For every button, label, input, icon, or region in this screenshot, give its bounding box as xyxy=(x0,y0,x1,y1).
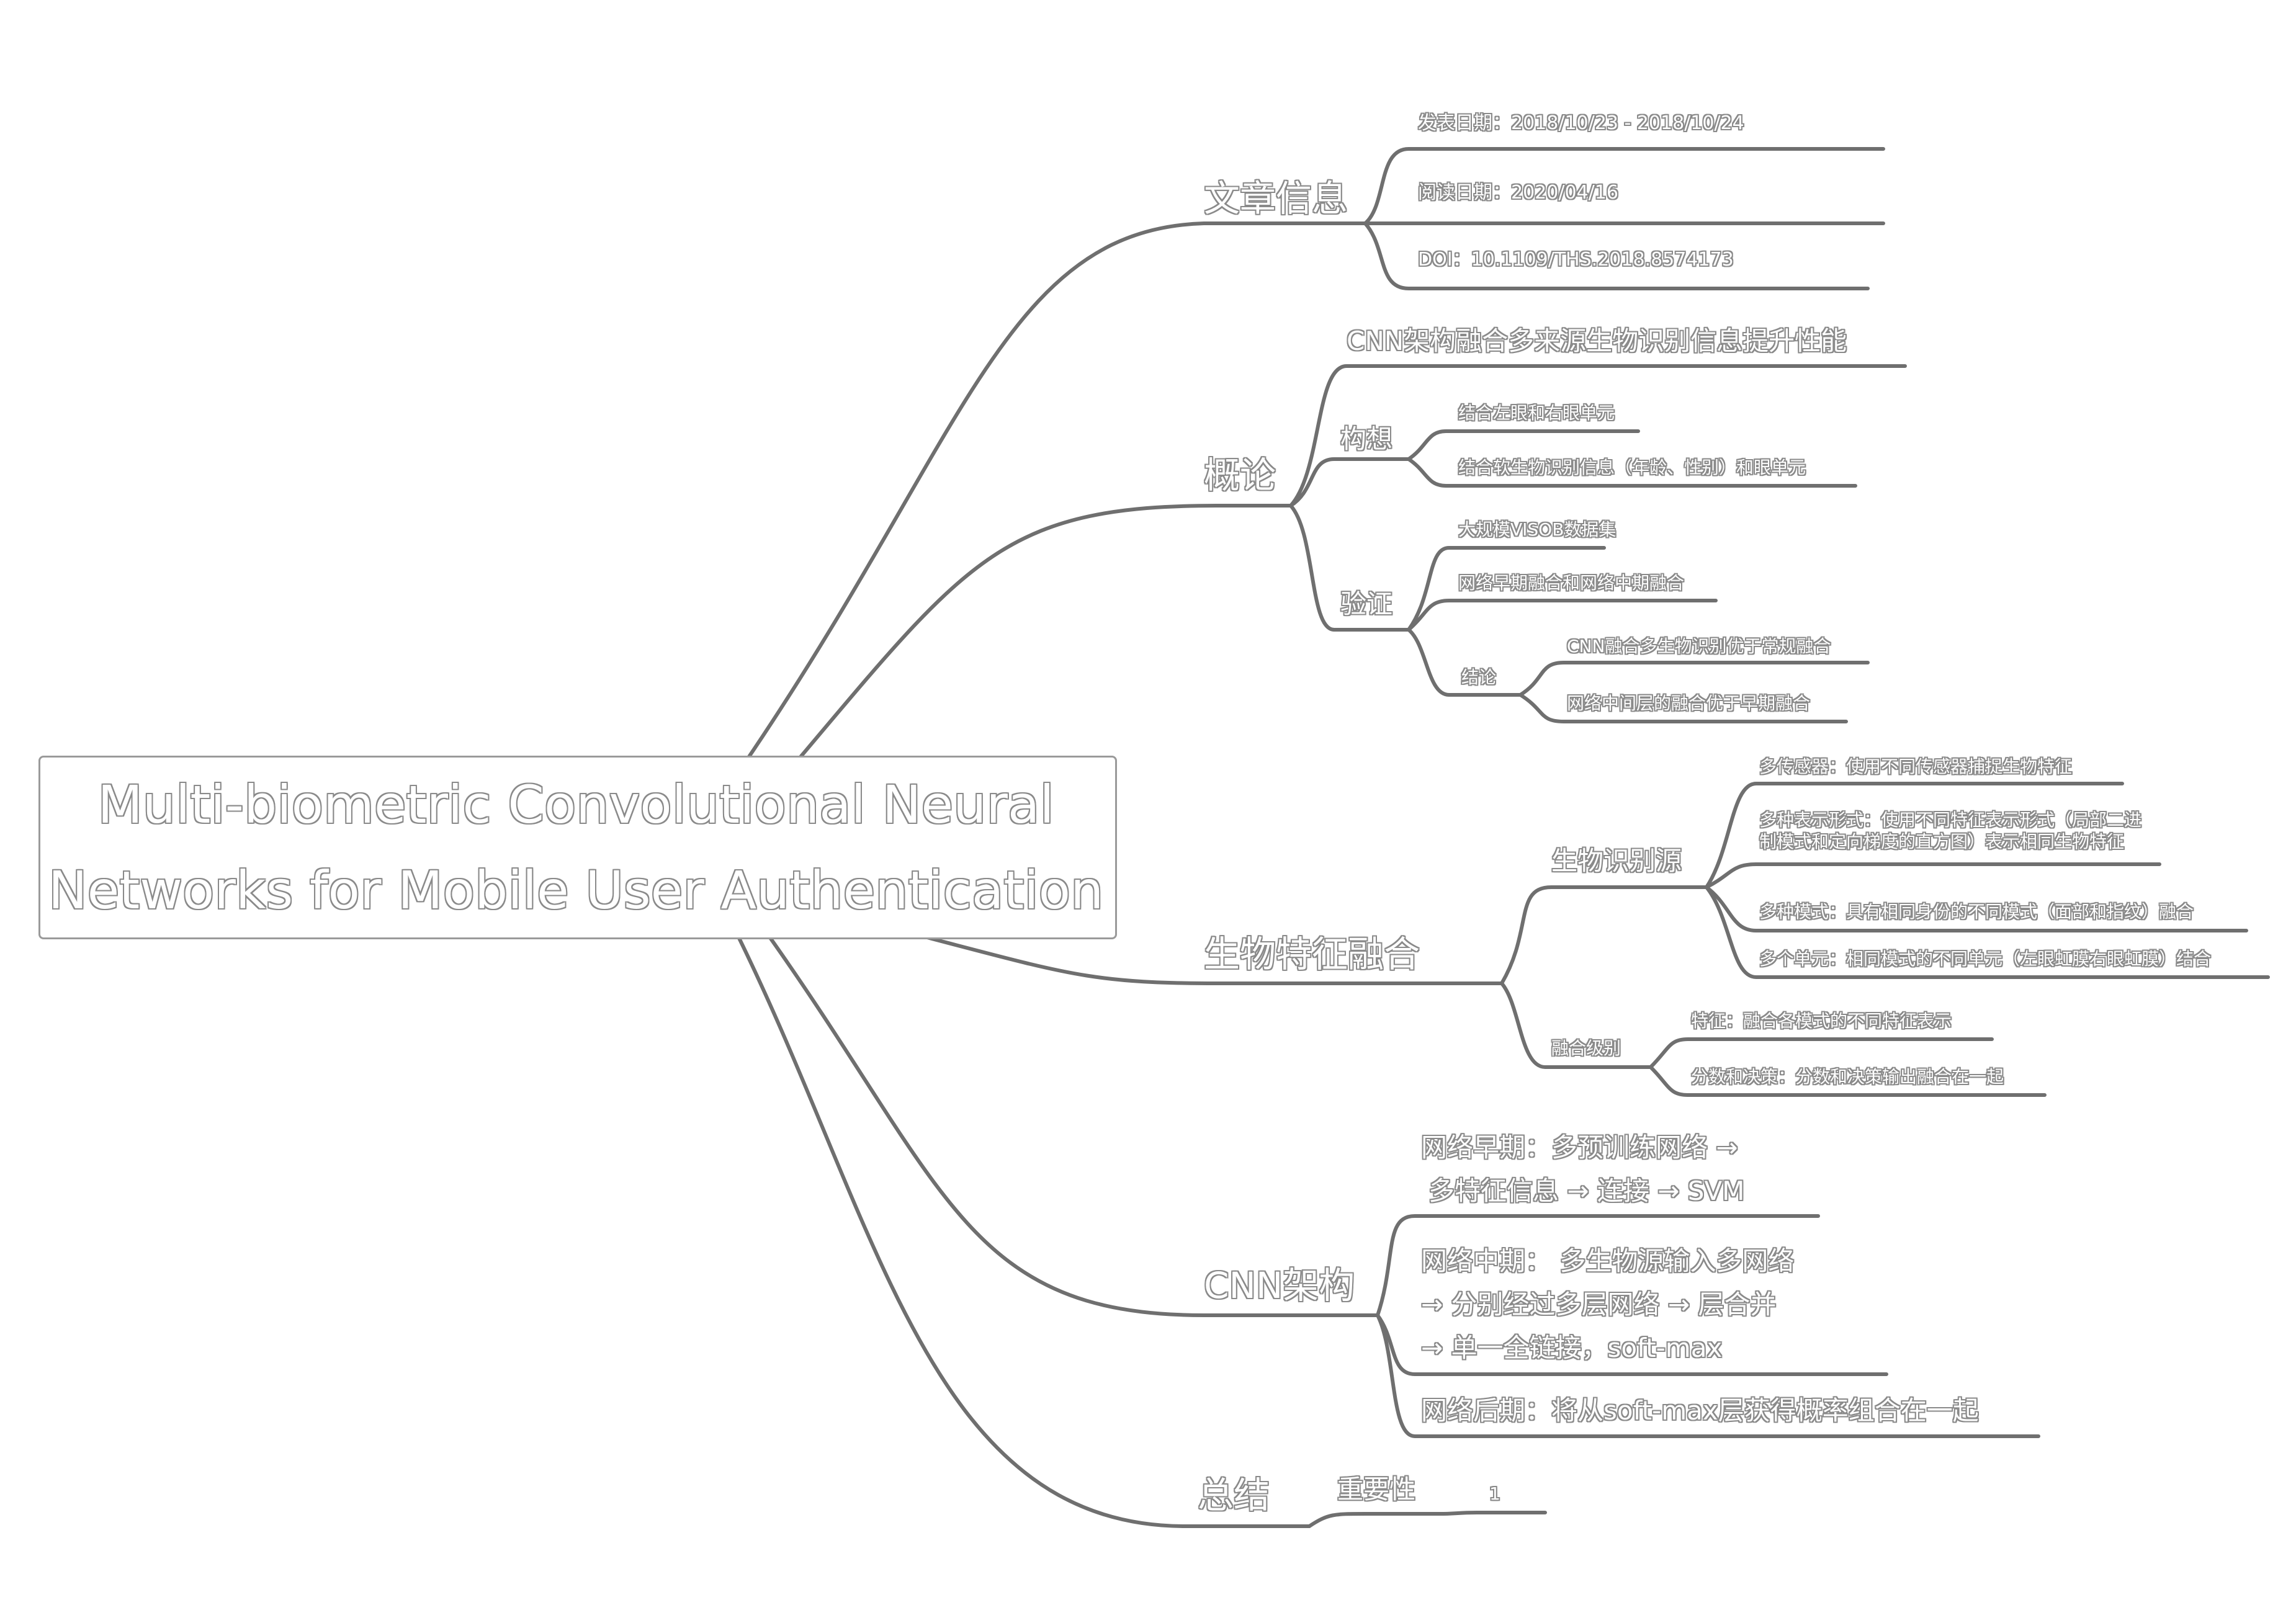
node-concept-item1[interactable]: 结合左眼和右眼单元 xyxy=(1458,403,1615,423)
edge-cnn-early xyxy=(1376,1214,1820,1317)
node-read-date[interactable]: 阅读日期：2020/04/16 xyxy=(1418,182,1618,203)
edge-validation-dataset xyxy=(1407,546,1606,632)
node-cnn-middle-line3: → 单一全链接，soft-max xyxy=(1421,1333,1723,1363)
edge-article-doi xyxy=(1363,221,1870,290)
node-cnn-late[interactable]: 网络后期：将从soft-max层获得概率组合在一起 xyxy=(1421,1395,1979,1426)
node-cnn-early-line1: 网络早期：多预训练网络 → xyxy=(1421,1132,1738,1163)
node-concept[interactable]: 构想 xyxy=(1340,424,1393,454)
edge-article-publish xyxy=(1363,147,1885,225)
node-validation-fusion[interactable]: 网络早期融合和网络中期融合 xyxy=(1458,573,1685,593)
edge-overview-validation xyxy=(1289,504,1410,632)
edge-root-article xyxy=(743,221,1367,765)
branch-cnn-architecture[interactable]: CNN架构 xyxy=(1204,1264,1355,1307)
node-sources-item2-line1: 多种表示形式：使用不同特征表示形式（局部二进 xyxy=(1759,810,2142,830)
edge-overview-summary xyxy=(1289,364,1907,507)
node-validation[interactable]: 验证 xyxy=(1340,589,1393,619)
node-fusion-level[interactable]: 融合级别 xyxy=(1551,1038,1621,1058)
node-biometric-sources[interactable]: 生物识别源 xyxy=(1551,846,1682,876)
node-fusion-level-item1[interactable]: 特征：融合各模式的不同特征表示 xyxy=(1691,1011,1952,1031)
node-cnn-early[interactable]: 网络早期：多预训练网络 → 多特征信息 → 连接 → SVM xyxy=(1421,1126,1855,1213)
node-sources-item1[interactable]: 多传感器：使用不同传感器捕捉生物特征 xyxy=(1759,756,2073,777)
edge-conclusion-item2 xyxy=(1518,693,1848,723)
edge-cnn-late xyxy=(1376,1313,2040,1438)
node-publish-date[interactable]: 发表日期：2018/10/23 - 2018/10/24 xyxy=(1418,112,1744,134)
branch-summary[interactable]: 总结 xyxy=(1198,1474,1270,1516)
node-doi[interactable]: DOI：10.1109/THS.2018.8574173 xyxy=(1418,249,1734,270)
node-cnn-middle-line1: 网络中期： 多生物源输入多网络 xyxy=(1421,1246,1795,1276)
edge-conclusion-item1 xyxy=(1518,661,1870,697)
root-title-line1: Multi-biometric Convolutional Neural xyxy=(97,774,1054,835)
root-title: Multi-biometric Convolutional Neural Net… xyxy=(38,762,1113,933)
node-sources-item4[interactable]: 多个单元：相同模式的不同单元（左眼虹膜右眼虹膜）结合 xyxy=(1759,949,2212,969)
branch-article-info[interactable]: 文章信息 xyxy=(1204,177,1348,220)
edge-overview-concept xyxy=(1289,457,1410,507)
edge-root-summary xyxy=(737,935,1311,1528)
edge-sources-item3 xyxy=(1705,885,2248,932)
edge-validation-fusion xyxy=(1407,599,1718,632)
edge-concept-item1 xyxy=(1407,429,1640,461)
edge-fusionlevel-item2 xyxy=(1649,1065,2047,1097)
node-cnn-early-line2: 多特征信息 → 连接 → SVM xyxy=(1428,1176,1745,1206)
edge-biometric-fusionlevel xyxy=(1500,981,1652,1069)
edge-root-overview xyxy=(799,504,1293,759)
node-cnn-middle-line2: → 分别经过多层网络 → 层合并 xyxy=(1421,1289,1777,1320)
node-conclusion[interactable]: 结论 xyxy=(1461,667,1497,687)
root-node[interactable] xyxy=(38,756,1117,939)
node-conclusion-item2[interactable]: 网络中间层的融合优于早期融合 xyxy=(1567,693,1811,713)
node-conclusion-item1[interactable]: CNN融合多生物识别优于常规融合 xyxy=(1567,636,1831,656)
branch-biometric-fusion[interactable]: 生物特征融合 xyxy=(1204,933,1420,975)
node-importance-value[interactable]: 1 xyxy=(1489,1483,1500,1504)
edge-sources-item2 xyxy=(1705,862,2161,889)
edge-importance-value xyxy=(1438,1511,1547,1516)
node-sources-item2-line2: 制模式和定向梯度的直方图）表示相同生物特征 xyxy=(1759,831,2125,852)
node-importance[interactable]: 重要性 xyxy=(1337,1474,1416,1505)
node-sources-item2[interactable]: 多种表示形式：使用不同特征表示形式（局部二进 制模式和定向梯度的直方图）表示相同… xyxy=(1759,809,2156,852)
node-overview-summary[interactable]: CNN架构融合多来源生物识别信息提升性能 xyxy=(1347,326,1847,356)
node-sources-item3[interactable]: 多种模式：具有相同身份的不同模式（面部和指纹）融合 xyxy=(1759,901,2194,922)
node-cnn-middle[interactable]: 网络中期： 多生物源输入多网络 → 分别经过多层网络 → 层合并 → 单一全链接… xyxy=(1421,1240,1893,1370)
edge-concept-item2 xyxy=(1407,457,1857,488)
node-validation-dataset[interactable]: 大规模VISOB数据集 xyxy=(1458,519,1617,540)
edge-sources-item1 xyxy=(1705,782,2124,889)
root-title-line2: Networks for Mobile User Authentication xyxy=(48,860,1104,921)
edge-root-cnn xyxy=(768,935,1379,1317)
node-fusion-level-item2[interactable]: 分数和决策：分数和决策输出融合在一起 xyxy=(1691,1066,2004,1087)
edge-validation-conclusion xyxy=(1407,628,1522,697)
branch-overview[interactable]: 概论 xyxy=(1204,454,1276,496)
edge-root-biometric xyxy=(923,935,1504,985)
edge-fusionlevel-item1 xyxy=(1649,1037,1994,1069)
node-concept-item2[interactable]: 结合软生物识别信息（年龄、性别）和眼单元 xyxy=(1458,457,1806,478)
edge-summary-importance xyxy=(1307,1512,1442,1528)
edge-biometric-sources xyxy=(1500,885,1708,985)
edge-sources-item4 xyxy=(1705,885,2270,979)
